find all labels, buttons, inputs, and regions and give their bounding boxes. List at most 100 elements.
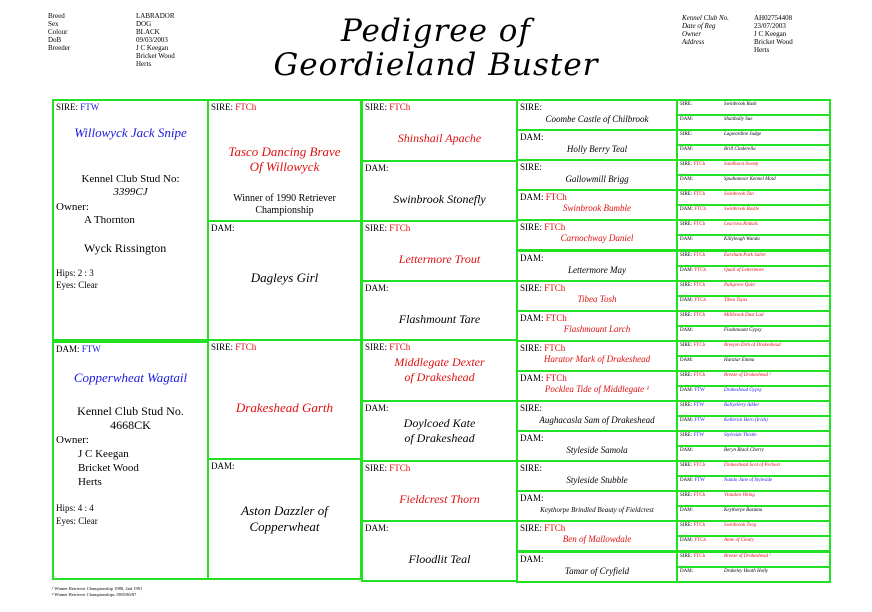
g3-prefix: DAM: <box>365 283 389 294</box>
g5-label: DAM: <box>680 568 694 574</box>
g3-prefix: DAM: <box>365 403 389 414</box>
g5-label: SIRE: <box>680 403 693 408</box>
g3-label: DAM: <box>365 523 389 533</box>
title-line-2: Geordieland Buster <box>273 47 599 83</box>
g5-title: FTW <box>693 433 705 439</box>
g5-label: SIRE: <box>680 342 693 348</box>
g4-label: SIRE: <box>520 403 543 413</box>
g2-name-3-line1: Aston Dazzler of <box>241 503 328 518</box>
g5-label: DAM: <box>680 327 694 333</box>
dam-owner-county: Herts <box>78 476 102 488</box>
g4-name: Aughacasla Sam of Drakeshead <box>539 415 655 425</box>
g5-title: FTCh <box>693 162 706 168</box>
g3-name-line1: Flashmount Tare <box>398 312 481 326</box>
g4-name: Lettermore May <box>568 264 626 275</box>
g5-title: FTW <box>694 418 705 424</box>
g5-name: Lagwardine Judge <box>724 132 762 138</box>
g4-label: DAM: <box>520 372 544 383</box>
g4-prefix: SIRE: <box>520 463 542 474</box>
g4-name: Swinbrook Bumble <box>563 203 631 214</box>
detail-breeder: J C Keegan <box>136 44 169 52</box>
g5-label: DAM: <box>680 177 694 183</box>
g5-prefix: DAM: FTCh <box>680 267 706 274</box>
g5-prefix: DAM: <box>680 236 693 243</box>
g3-title: FTCh <box>389 102 411 112</box>
g5-prefix: SIRE: FTCh <box>680 462 705 469</box>
g5-name: Styleside Thistle <box>724 433 757 439</box>
g4-prefix: DAM: FTCh <box>520 373 567 384</box>
g5-label: DAM: <box>680 478 694 484</box>
g5-label: SIRE: <box>680 192 693 198</box>
g5-name: Breeze of Drakeshead ¹ <box>724 372 771 378</box>
sire-hips: Hips: 2 : 3 <box>56 268 94 278</box>
g2-label-1: DAM: <box>211 223 235 233</box>
detail-breed: LABRADOR <box>136 12 175 20</box>
g3-title: FTCh <box>389 342 411 352</box>
g3-prefix: SIRE: FTCh <box>365 342 410 353</box>
g5-prefix: SIRE: FTCh <box>680 342 705 349</box>
dam-eyes: Eyes: Clear <box>56 516 98 526</box>
g3-prefix: DAM: <box>365 523 389 534</box>
dam-kc-line2: 4668CK <box>110 418 151 432</box>
detail-label-dob: DoB <box>48 36 62 44</box>
g5-title: FTCh <box>693 222 706 228</box>
g4-name: Tibea Tosh <box>577 293 617 304</box>
page-title: Pedigree of Geordieland Buster <box>0 14 872 82</box>
g5-name: Drakeshead Scot of Pechest <box>724 463 780 469</box>
g5-label: DAM: <box>680 448 694 454</box>
g5-prefix: DAM: <box>680 176 693 183</box>
g4-prefix: SIRE: <box>520 162 542 173</box>
sire-owner-town: Wyck Rissington <box>84 241 167 255</box>
dam-owner-label: Owner: <box>56 434 89 446</box>
g3-label: DAM: <box>365 163 389 173</box>
g5-prefix: DAM: <box>680 116 693 123</box>
sire-owner-name: A Thornton <box>84 214 135 226</box>
g5-label: SIRE: <box>680 132 693 138</box>
g2-label-2: SIRE: <box>211 342 234 352</box>
g5-prefix: DAM: <box>680 447 693 454</box>
reg-owner: J C Keegan <box>754 30 787 38</box>
g5-label: SIRE: <box>680 523 693 529</box>
sire-eyes: Eyes: Clear <box>56 280 98 290</box>
g4-title: FTCh <box>545 192 567 203</box>
g5-title: FTCh <box>693 282 706 288</box>
g4-name: Tamar of Cryfield <box>564 565 630 576</box>
g5-name: Breeze of Drakeshead ¹ <box>724 553 771 559</box>
g5-label: DAM: <box>680 207 694 213</box>
g5-name: Millbrook Dust Lad <box>724 312 764 318</box>
g4-title: FTCh <box>545 372 567 383</box>
g4-prefix: DAM: FTCh <box>520 313 567 324</box>
g5-label: DAM: <box>680 508 694 514</box>
g4-prefix: SIRE: <box>520 102 542 113</box>
g5-prefix: SIRE: FTCh <box>680 372 705 379</box>
g4-box: DAM: Holly Berry Teal <box>516 129 678 162</box>
g4-name: Ben of Mallowdale <box>562 534 632 545</box>
g3-prefix: SIRE: FTCh <box>365 102 410 113</box>
g5-prefix: SIRE: FTCh <box>680 191 705 198</box>
g5-title: FTCh <box>693 192 706 198</box>
detail-label-colour: Colour <box>48 28 68 36</box>
footnotes: ¹ Winner Retriever Championship 1988, 2n… <box>52 586 142 598</box>
g5-name: Pullgrove Quin <box>724 282 755 288</box>
g4-label: SIRE: <box>520 523 543 534</box>
g5-name: Drakeshead Gypsy <box>724 387 762 393</box>
g2-prefix-1: DAM: <box>211 223 235 234</box>
g4-label: SIRE: <box>520 463 543 474</box>
g3-box: DAM: Floodlit Teal <box>361 520 518 582</box>
g5-prefix: SIRE: FTCh <box>680 282 705 289</box>
g5-label: DAM: <box>680 418 694 424</box>
g4-label: SIRE: <box>520 222 543 233</box>
g3-name-line2: of Drakeshead <box>404 370 475 384</box>
reg-kc-no: AH02754408 <box>754 14 793 22</box>
g5-prefix: SIRE: FTW <box>680 432 704 439</box>
g3-title: FTCh <box>389 463 411 473</box>
g5-name: Kellerick Hero (Irish) <box>724 418 768 424</box>
g2-prefix-2: SIRE: FTCh <box>211 342 256 353</box>
sire-kc-line1: Kennel Club Stud No: <box>81 173 180 185</box>
g3-name-line1: Middlegate Dexter <box>394 355 485 369</box>
g4-box: DAM: Keythorpe Brindled Beauty of Fieldc… <box>516 490 678 523</box>
g2-note-0-line2: Championship <box>255 205 314 216</box>
g5-name: Beryn Black Cherry <box>724 448 764 454</box>
